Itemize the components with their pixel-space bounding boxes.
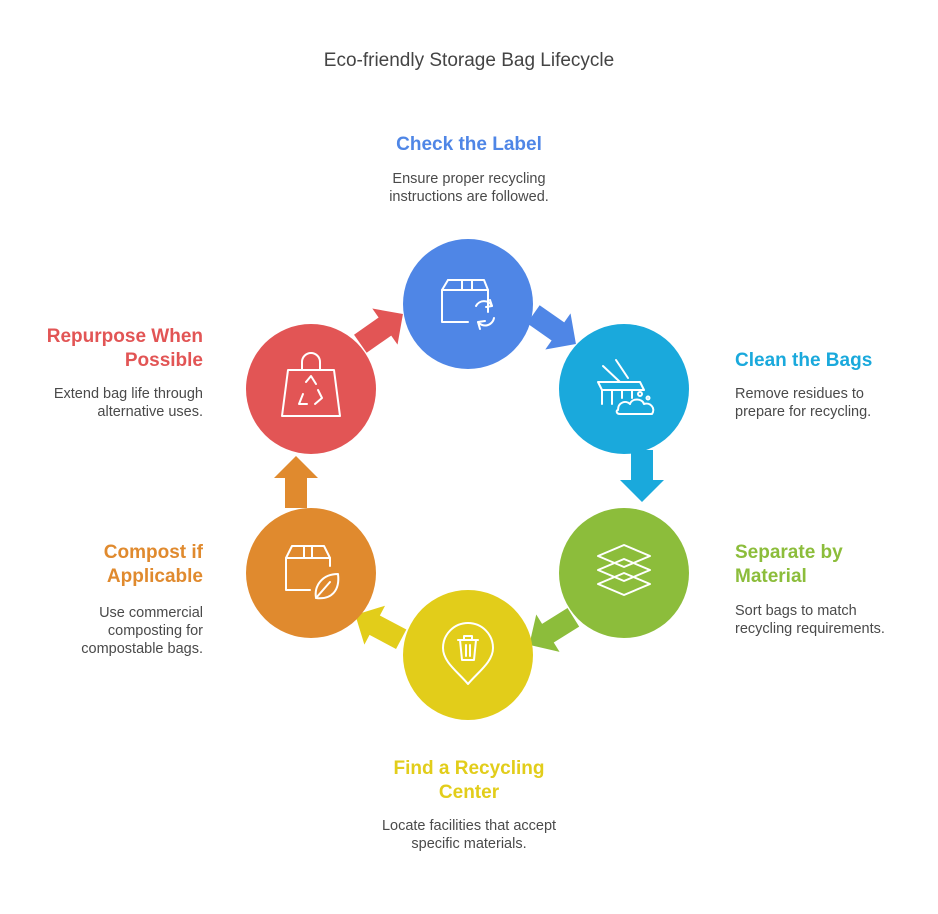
bag-recycle-icon [281,352,341,417]
step-title-repurpose: Repurpose When Possible [46,326,203,371]
box-leaf-icon [285,545,340,600]
step-title-find-center: Find a Recycling Center [393,758,545,803]
step-desc-find-center: Locate facilities that accept specific m… [381,818,557,852]
arrow-check-to-clean [527,305,576,350]
step-title-separate-material: Separate by Material [735,542,843,587]
step-title-compost: Compost if Applicable [103,542,203,587]
box-recycle-icon [441,279,495,330]
diagram-title: Eco-friendly Storage Bag Lifecycle [323,50,615,71]
step-title-check-label: Check the Label [396,134,542,155]
step-desc-compost: Use commercial composting for compostabl… [81,605,203,657]
step-circle-repurpose [246,324,376,454]
location-trash-icon [442,622,494,685]
cleaning-icon [597,359,655,415]
step-circle-find-center [403,590,533,720]
arrow-separate-to-find [529,607,580,652]
arrow-compost-to-repurpose [274,456,318,508]
arrow-clean-to-separate [620,450,664,502]
step-circle-check-label [403,239,533,369]
step-desc-separate-material: Sort bags to match recycling requirement… [735,603,885,637]
layers-icon [597,544,651,596]
step-circle-compost [246,508,376,638]
step-desc-check-label: Ensure proper recycling instructions are… [389,171,549,205]
step-desc-repurpose: Extend bag life through alternative uses… [53,386,203,420]
step-desc-clean-bags: Remove residues to prepare for recycling… [735,386,872,420]
step-title-clean-bags: Clean the Bags [735,350,873,371]
arrow-repurpose-to-check [354,308,403,353]
arrow-find-to-compost [355,605,407,649]
